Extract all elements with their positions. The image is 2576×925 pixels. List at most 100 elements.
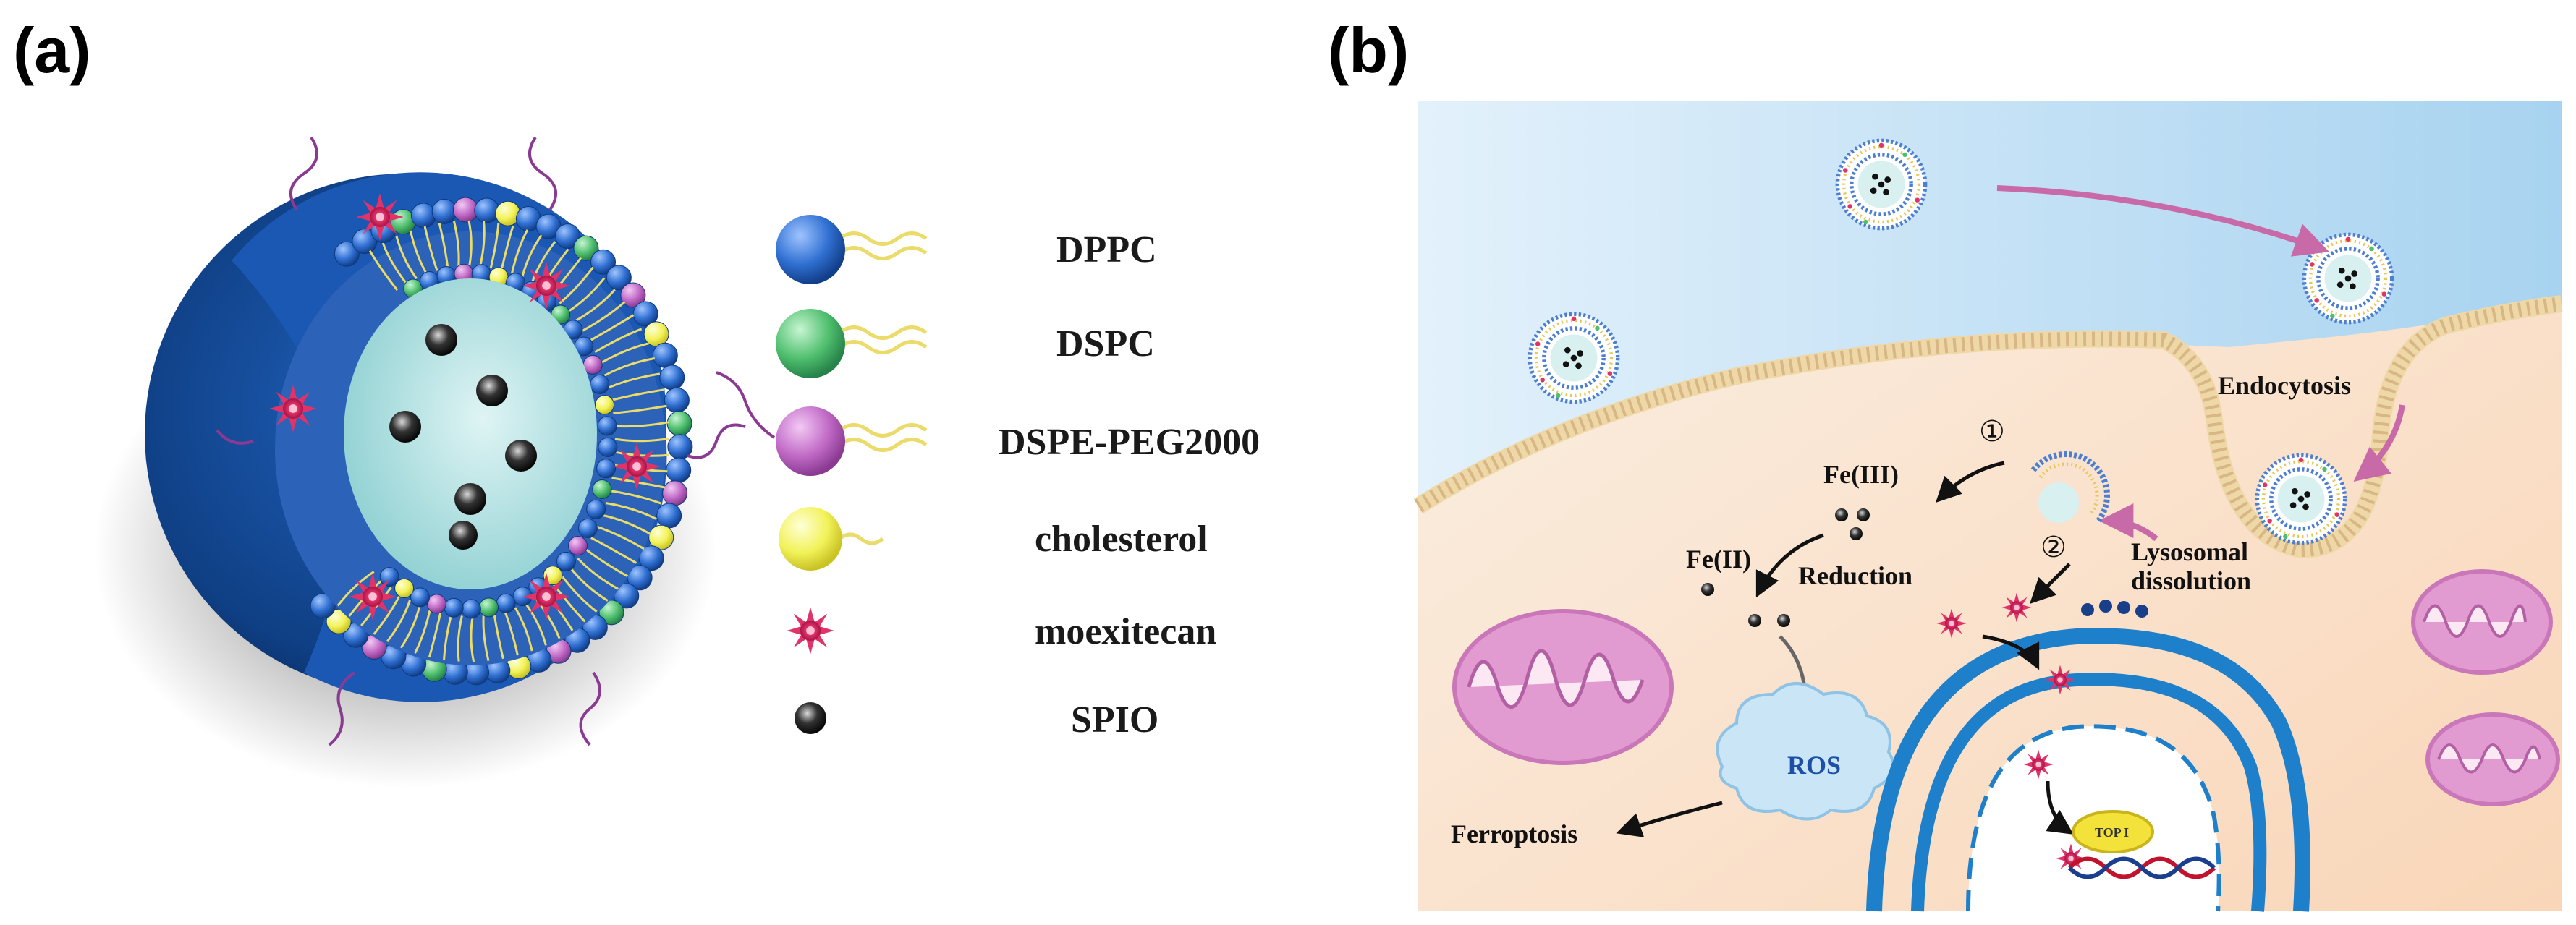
lipid-tail	[614, 421, 669, 428]
lipid-headgroup	[666, 457, 692, 483]
lipid-tail	[596, 525, 645, 550]
lipid-headgroup	[568, 536, 588, 556]
lipid-tail	[584, 547, 629, 578]
endocytosis-label: Endocytosis	[2218, 371, 2351, 400]
endocytosis-arrow	[2353, 404, 2405, 482]
dppc-tails-icon	[838, 231, 928, 260]
panel-b: (b) Endocytosis ① Fe(III) Reduction	[1328, 14, 2563, 912]
lipid-tail	[453, 221, 460, 267]
panel-a: (a)	[13, 14, 1260, 788]
dspe-tails-icon	[838, 423, 928, 452]
ribosome	[2099, 600, 2112, 613]
lipid-headgroup	[606, 265, 632, 291]
lipid-headgroup	[394, 578, 415, 598]
lipid-headgroup	[652, 342, 678, 368]
lipid-headgroup	[410, 587, 430, 608]
fe3-label: Fe(III)	[1823, 460, 1899, 489]
panel-a-label: (a)	[13, 14, 91, 86]
lipid-tail	[489, 222, 500, 268]
lipid-tail	[482, 615, 490, 662]
spio-particle	[476, 375, 508, 406]
peg-chains	[216, 136, 746, 746]
legend-item-dspc: DSPC	[776, 309, 1155, 378]
lipid-headgroup	[614, 583, 640, 609]
moexitecan-released	[2001, 592, 2032, 623]
fe3-ion	[1850, 527, 1863, 540]
lipid-headgroup	[573, 235, 599, 261]
inner-headgroup-ring	[379, 263, 618, 619]
dna-helix	[2067, 856, 2216, 879]
lipid-tail	[559, 266, 594, 304]
lipid-headgroup	[474, 197, 500, 223]
ribosome	[2081, 603, 2094, 616]
lipid-headgroup	[586, 499, 606, 519]
nuclear-envelope-outer	[1911, 673, 2267, 912]
lipid-tail	[561, 576, 598, 613]
lipid-headgroup	[664, 387, 690, 413]
lipid-tail	[599, 342, 649, 365]
release-arrow	[1936, 461, 2005, 503]
lipid-tail	[399, 605, 421, 649]
dissolving-liposome	[2030, 451, 2111, 523]
moexitecan-molecule	[522, 262, 570, 310]
fe2-ion	[1701, 583, 1714, 596]
fe2-ion	[1777, 614, 1790, 627]
lipid-headgroup	[461, 599, 481, 619]
lipid-headgroup	[656, 503, 682, 529]
lipid-headgroup	[326, 608, 352, 634]
liposome-endocytosed	[2257, 455, 2344, 542]
lipid-headgroup	[662, 480, 688, 506]
lipid-tail	[504, 610, 519, 656]
lipid-headgroup	[659, 365, 685, 391]
lipid-headgroup	[410, 203, 436, 229]
moexitecan-molecule	[522, 573, 570, 621]
lipid-tail	[590, 537, 637, 564]
aqueous-core	[344, 278, 597, 589]
lipid-tail	[373, 594, 402, 635]
moexitecan-molecule	[269, 385, 317, 432]
spio-particle	[454, 483, 486, 515]
dspc-tails-icon	[838, 325, 928, 354]
cholesterol-sphere-icon	[779, 507, 842, 571]
lipid-tail	[510, 229, 529, 274]
lipid-headgroup	[310, 593, 336, 619]
lipid-tail	[336, 571, 375, 607]
lipid-headgroup	[632, 301, 658, 327]
lipid-tail	[500, 225, 514, 271]
ribosome	[2135, 605, 2148, 618]
lipid-headgroup	[444, 597, 464, 618]
lipid-headgroup	[597, 416, 617, 436]
lipid-headgroup	[556, 551, 576, 571]
fe2-ion	[1748, 614, 1761, 627]
spio-particle	[449, 521, 478, 550]
lipid-tail	[603, 357, 656, 377]
legend-item-dppc: DPPC	[776, 215, 1157, 284]
extracellular-space	[1418, 101, 2562, 506]
lipid-headgroup	[592, 479, 612, 499]
lipid-tail	[575, 289, 616, 323]
dissolution-label: dissolution	[2131, 566, 2251, 595]
panel-b-label: (b)	[1328, 14, 1409, 86]
lipid-tail	[611, 477, 666, 489]
lipid-tail	[611, 388, 664, 401]
lipid-tail	[530, 241, 556, 284]
moexitecan-icon	[787, 607, 834, 655]
lysosome-arrow	[2098, 503, 2158, 542]
lipid-tail	[605, 502, 657, 521]
uptake-arrow	[1996, 185, 2330, 257]
legend-item-spio: SPIO	[795, 699, 1158, 741]
spio-particle	[425, 324, 457, 356]
lipid-tail	[395, 236, 418, 280]
reduction-label: Reduction	[1798, 561, 1912, 590]
legend-item-cholesterol: cholesterol	[779, 507, 1208, 571]
mitochondrion-right-bottom	[2425, 712, 2560, 806]
spio-particles	[389, 324, 537, 550]
lipid-tail	[614, 437, 670, 443]
lipid-headgroup	[620, 282, 646, 308]
lipid-tail	[614, 451, 669, 457]
legend: DPPC DSPC DSPE-PEG2000 cholesterol moexi	[716, 215, 1260, 741]
spio-icon	[795, 702, 826, 734]
lipid-tail	[613, 404, 667, 414]
dna-binding-arrow	[2045, 780, 2074, 835]
